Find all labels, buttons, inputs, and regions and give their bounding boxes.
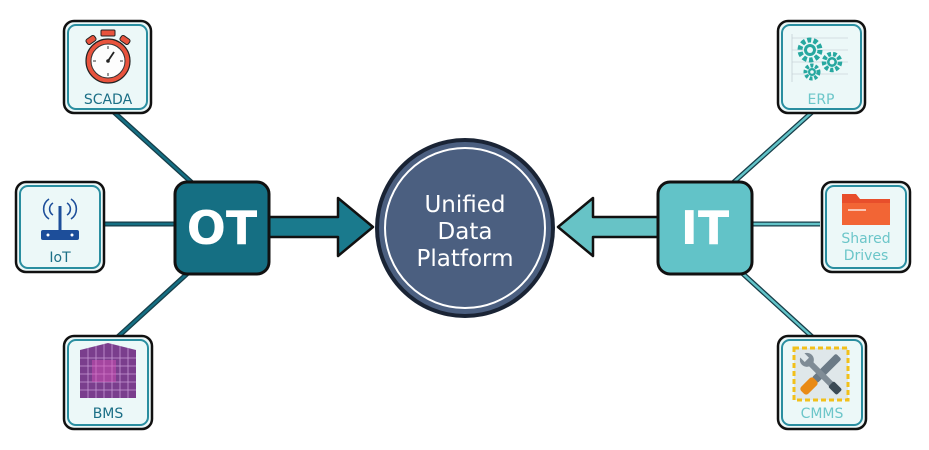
- it-connectors-fill: [724, 104, 821, 345]
- card-iot: IoT: [14, 180, 106, 274]
- card-cmms-label: CMMS: [801, 406, 844, 422]
- ot-connectors-fill: [100, 104, 201, 345]
- ot-label: OT: [187, 201, 258, 255]
- folder-icon: [842, 194, 890, 225]
- card-iot-label: IoT: [49, 250, 71, 266]
- it-label: IT: [681, 201, 730, 255]
- card-shared-drives: Shared Drives: [820, 180, 912, 274]
- wifi-router-icon: [41, 198, 79, 240]
- card-shared-drives-line-1: Shared: [841, 231, 890, 247]
- hub-line-3: Platform: [417, 246, 514, 272]
- it-arrow: [556, 196, 662, 258]
- card-bms-label: BMS: [93, 406, 124, 422]
- hub-line-2: Data: [438, 219, 493, 245]
- hub-line-1: Unified: [424, 192, 505, 218]
- wrench-screwdriver-icon: [792, 346, 850, 402]
- ot-box: OT: [173, 180, 271, 276]
- card-erp: ERP: [776, 19, 867, 115]
- card-bms: BMS: [62, 334, 154, 431]
- card-cmms: CMMS: [776, 334, 868, 431]
- stopwatch-icon: [85, 29, 131, 84]
- card-scada-label: SCADA: [84, 92, 133, 108]
- ot-arrow: [266, 196, 375, 258]
- it-box: IT: [656, 180, 754, 276]
- gears-icon: [791, 34, 848, 82]
- card-shared-drives-line-2: Drives: [844, 248, 889, 264]
- unified-data-platform-hub: Unified Data Platform: [375, 138, 555, 318]
- card-erp-label: ERP: [807, 92, 834, 108]
- card-scada: SCADA: [62, 19, 153, 115]
- building-icon: [80, 343, 136, 398]
